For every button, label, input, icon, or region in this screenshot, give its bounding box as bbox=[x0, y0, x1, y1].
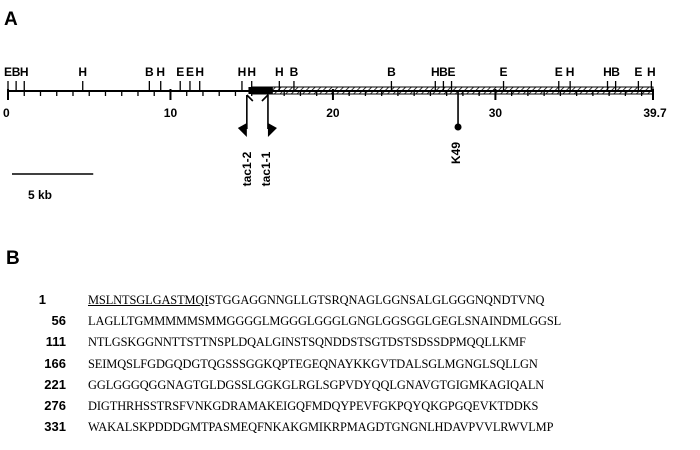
scale-label: 20 bbox=[326, 106, 340, 120]
sequence-residues: DIGTHRHSSTRSFVNKGDRAMAKEIGQFMDQYPEVFGKPQ… bbox=[88, 399, 539, 413]
site-label-e: E bbox=[448, 65, 456, 79]
site-label-e: E bbox=[634, 65, 642, 79]
site-label-h: H bbox=[238, 65, 247, 79]
sequence-panel: B 1 MSLNTSGLGASTMQISTGGAGGNNGLLGTSRQNAGLG… bbox=[0, 248, 700, 448]
site-label-b: B bbox=[145, 65, 154, 79]
residue-number: 56 bbox=[51, 313, 66, 329]
site-label-h: H bbox=[431, 65, 440, 79]
site-label-h: H bbox=[78, 65, 87, 79]
residue-number: 276 bbox=[44, 398, 66, 413]
sequence-residues: STGGAGGNNGLLGTSRQNAGLGGNSALGLGGGNQNDTVNQ bbox=[208, 293, 545, 307]
sequence-row: 1 MSLNTSGLGASTMQISTGGAGGNNGLLGTSRQNAGLGGN… bbox=[0, 290, 700, 310]
insertion-arrow-head bbox=[237, 123, 247, 137]
scale-bar-label: 5 kb bbox=[28, 188, 52, 202]
sequence-residues: GGLGGGQGGNAGTGLDGSSLGGKGLRGLSGPVDYQQLGNA… bbox=[88, 377, 545, 392]
sequence-row: 331 WAKALSKPDDDGMTPASMEQFNKAKGMIKRPMAGDTG… bbox=[0, 417, 700, 437]
sequence-text: LAGLLTGMMMMMSMMGGGGLMGGGLGGGLGNGLGGSGGLG… bbox=[88, 311, 688, 331]
site-label-b: B bbox=[611, 65, 620, 79]
residue-number: 1 bbox=[38, 292, 46, 307]
panel-b-label: B bbox=[6, 248, 20, 269]
site-label-e: E bbox=[500, 65, 508, 79]
site-label-b: B bbox=[12, 65, 21, 79]
site-label-h: H bbox=[156, 65, 165, 79]
sequence-row: 111 NTLGSKGGNNTTSTTNSPLDQALGINSTSQNDDSTSG… bbox=[0, 332, 700, 352]
site-label-e: E bbox=[176, 65, 184, 79]
residue-number: 331 bbox=[44, 419, 66, 435]
site-label-h: H bbox=[247, 65, 256, 79]
sequence-text: SEIMQSLFGDGQDGTQGSSSGGKQPTEGEQNAYKKGVTDA… bbox=[88, 354, 688, 374]
site-label-b: B bbox=[439, 65, 448, 79]
underlined-motif: MSLNTSGLGASTMQI bbox=[88, 293, 209, 307]
site-label-h: H bbox=[195, 65, 204, 79]
sequence-row: 276 DIGTHRHSSTRSFVNKGDRAMAKEIGQFMDQYPEVFG… bbox=[0, 396, 700, 416]
sequence-row: 56 LAGLLTGMMMMMSMMGGGGLMGGGLGGGLGNGLGGSGG… bbox=[0, 311, 700, 331]
sequence-text: WAKALSKPDDDGMTPASMEQFNKAKGMIKRPMAGDTGNGN… bbox=[88, 417, 688, 437]
site-label-h: H bbox=[647, 65, 656, 79]
site-label-h: H bbox=[603, 65, 612, 79]
sequence-residues: SEIMQSLFGDGQDGTQGSSSGGKQPTEGEQNAYKKGVTDA… bbox=[88, 356, 538, 371]
scale-label: 0 bbox=[3, 106, 10, 120]
scale-label: 30 bbox=[489, 106, 503, 120]
dark-segment bbox=[248, 87, 273, 94]
site-label-b: B bbox=[290, 65, 299, 79]
sequence-text: GGLGGGQGGNAGTGLDGSSLGGKGLRGLSGPVDYQQLGNA… bbox=[88, 375, 688, 395]
insertion-arrow-tail bbox=[246, 94, 254, 102]
sequence-residues: WAKALSKPDDDGMTPASMEQFNKAKGMIKRPMAGDTGNGN… bbox=[88, 420, 554, 435]
residue-number: 111 bbox=[45, 334, 66, 350]
sequence-text: DIGTHRHSSTRSFVNKGDRAMAKEIGQFMDQYPEVFGKPQ… bbox=[88, 396, 688, 416]
site-label-h: H bbox=[275, 65, 284, 79]
k49-marker-dot bbox=[454, 123, 462, 131]
sequence-row: 166 SEIMQSLFGDGQDGTQGSSSGGKQPTEGEQNAYKKGV… bbox=[0, 354, 700, 374]
residue-number: 166 bbox=[44, 355, 66, 371]
insertion-label: tac1-2 bbox=[240, 151, 254, 186]
insertion-arrow-tail bbox=[261, 94, 269, 102]
scale-label: 10 bbox=[164, 106, 178, 120]
site-label-e: E bbox=[555, 65, 563, 79]
panel-a-label: A bbox=[4, 9, 18, 30]
insertion-arrow-head bbox=[267, 123, 277, 137]
site-label-b: B bbox=[387, 65, 396, 79]
sequence-residues: NTLGSKGGNNTTSTTNSPLDQALGINSTSQNDDSTSGTDS… bbox=[88, 335, 526, 350]
sequence-text: NTLGSKGGNNTTSTTNSPLDQALGINSTSQNDDSTSGTDS… bbox=[88, 332, 688, 352]
scale-label: 39.7 bbox=[643, 106, 667, 120]
site-label-e: E bbox=[4, 65, 12, 79]
site-label-e: E bbox=[186, 65, 194, 79]
k49-label: K49 bbox=[449, 142, 463, 164]
sequence-row: 221 GGLGGGQGGNAGTGLDGSSLGGKGLRGLSGPVDYQQL… bbox=[0, 375, 700, 395]
residue-number: 221 bbox=[44, 376, 66, 392]
sequence-text: MSLNTSGLGASTMQISTGGAGGNNGLLGTSRQNAGLGGNS… bbox=[88, 290, 688, 310]
insertion-label: tac1-1 bbox=[259, 151, 273, 186]
sequence-residues: LAGLLTGMMMMMSMMGGGGLMGGGLGGGLGNGLGGSGGLG… bbox=[88, 314, 562, 329]
site-label-h: H bbox=[566, 65, 575, 79]
site-label-h: H bbox=[20, 65, 29, 79]
